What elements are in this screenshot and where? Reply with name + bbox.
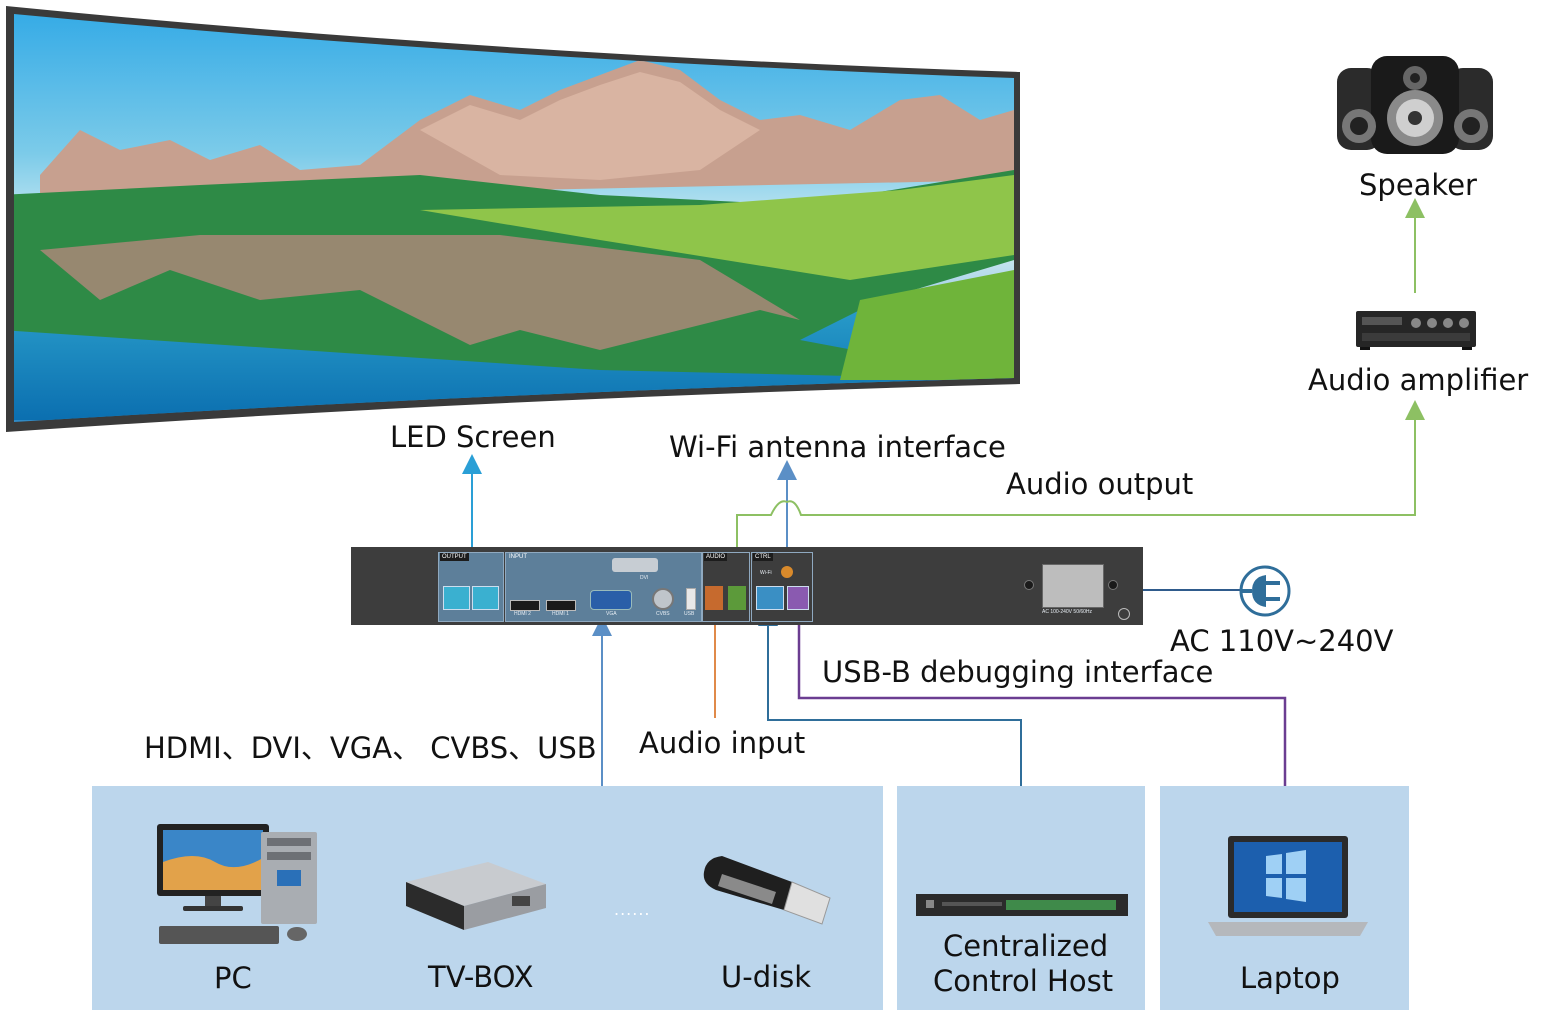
dvi-tag: DVI [640,575,649,581]
pc-icon [157,824,317,944]
input-group [505,552,702,622]
hdmi1-port[interactable] [546,600,576,611]
cvbs-tag: CVBS [656,611,670,617]
laptop-label: Laptop [1240,961,1340,995]
tv-box-label: TV-BOX [428,960,534,994]
panel-screw-left [1024,580,1034,590]
cvbs-port[interactable] [652,588,674,610]
usb-b-port[interactable] [787,586,809,610]
u-disk-label: U-disk [721,960,812,994]
vga-tag: VGA [606,611,617,617]
usb-port[interactable] [686,588,696,610]
audio-amplifier-icon [1356,311,1476,350]
led-screen-image [6,6,1020,432]
power-plug-icon [1239,565,1291,617]
audio-amplifier-label: Audio amplifier [1308,363,1529,397]
pc-label: PC [214,961,252,995]
laptop-icon [1208,836,1368,936]
output-tag: OUTPUT [440,553,469,561]
output-port-1[interactable] [443,586,470,610]
control-host-icon [916,894,1128,916]
audio-input-label: Audio input [639,726,806,760]
tv-box-icon [406,862,546,930]
audio-output-label: Audio output [1006,467,1194,501]
ctrl-tag: CTRL [753,553,773,561]
audio-tag: AUDIO [704,553,728,561]
ground-icon [1118,608,1130,620]
wifi-tag: Wi-Fi [760,570,772,576]
speaker-icon [1337,56,1493,154]
hdmi1-tag: HDMI 1 [552,611,569,617]
hdmi2-port[interactable] [510,600,540,611]
power-rating-tag: AC 100-240V 50/60Hz [1042,609,1093,615]
control-host-label-line2: Control Host [933,964,1114,998]
hdmi2-tag: HDMI 2 [514,611,531,617]
wifi-antenna-label: Wi-Fi antenna interface [669,430,1006,464]
speaker-label: Speaker [1359,168,1477,202]
output-port-2[interactable] [472,586,499,610]
input-tag: INPUT [507,553,529,561]
ac-power-label: AC 110V~240V [1170,624,1394,658]
rs232-port[interactable] [756,586,784,610]
audio-output-link [736,400,1425,590]
panel-screw-right [1108,580,1118,590]
control-host-label-line1: Centralized [943,929,1109,963]
usb-tag: USB [684,611,695,617]
audio-out-port[interactable] [728,586,746,610]
more-sources-ellipsis: ...... [614,900,651,919]
dvi-port[interactable] [612,558,658,572]
led-screen-label: LED Screen [390,420,556,454]
u-disk-icon [703,856,831,925]
wifi-port[interactable] [781,566,793,578]
control-host-link [758,606,1022,786]
vga-port[interactable] [590,590,632,610]
audio-in-port[interactable] [705,586,723,610]
video-inputs-label: HDMI、DVI、VGA、 CVBS、USB [144,731,597,765]
laptop-usb-link [797,618,1287,786]
power-inlet[interactable] [1042,564,1104,608]
usb-b-debug-label: USB-B debugging interface [822,655,1214,689]
